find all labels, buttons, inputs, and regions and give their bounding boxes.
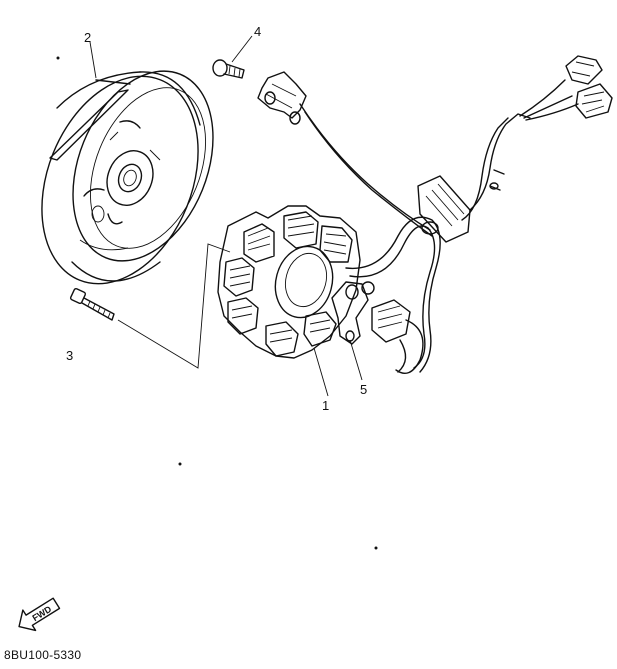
- leader-part-5: [349, 339, 363, 381]
- coupler-connectors: [565, 55, 613, 119]
- wire-harness: [345, 79, 579, 373]
- pickup-coil: [257, 71, 433, 237]
- forward-arrow-icon: FWD: [18, 597, 61, 632]
- drawing-code: 8BU100-5330: [4, 648, 82, 662]
- leader-part-2: [89, 41, 97, 79]
- speck: [374, 546, 378, 550]
- fwd-label: FWD: [30, 604, 53, 624]
- callout-part-1: 1: [322, 398, 330, 413]
- leader-part-1: [313, 347, 329, 397]
- callout-part-5: 5: [360, 382, 368, 397]
- stator-coil: [217, 205, 361, 359]
- rotor-flywheel: [41, 70, 214, 285]
- speck: [178, 462, 182, 466]
- bolt-part-3: [69, 287, 115, 321]
- callout-part-2: 2: [84, 30, 92, 45]
- leader-part-3: [117, 243, 231, 369]
- bolt-part-4: [212, 59, 245, 79]
- callout-part-3: 3: [66, 348, 74, 363]
- callout-part-4: 4: [254, 24, 262, 39]
- leader-part-4: [231, 35, 253, 63]
- speck: [56, 56, 60, 60]
- stator-connector: [361, 281, 424, 374]
